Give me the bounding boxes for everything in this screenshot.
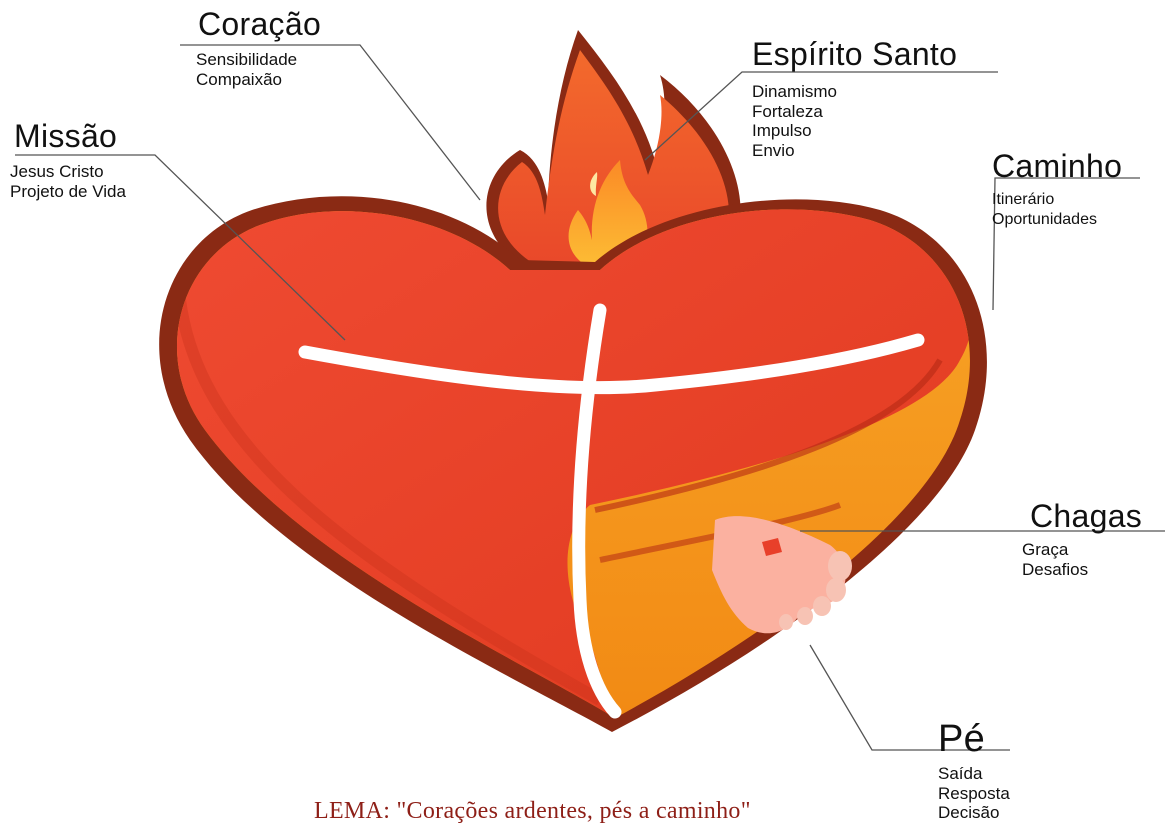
label-caminho-item: Itinerário [992,190,1122,210]
label-chagas-item: Graça [1022,540,1142,560]
label-pe-title: Pé [938,720,1010,758]
label-caminho: Caminho Itinerário Oportunidades [992,150,1122,229]
label-coracao: Coração Sensibilidade Compaixão [198,8,321,89]
label-missao-item: Projeto de Vida [10,182,126,202]
label-pe-item: Resposta [938,784,1010,804]
label-pe: Pé Saída Resposta Decisão [938,720,1010,823]
label-pe-item: Decisão [938,803,1010,823]
label-espirito-santo-title: Espírito Santo [752,38,957,70]
label-espirito-santo-item: Envio [752,141,957,161]
label-espirito-santo-item: Dinamismo [752,82,957,102]
label-caminho-item: Oportunidades [992,210,1122,230]
label-coracao-title: Coração [198,8,321,40]
label-coracao-item: Sensibilidade [196,50,321,70]
label-espirito-santo: Espírito Santo Dinamismo Fortaleza Impul… [752,38,957,160]
label-missao-item: Jesus Cristo [10,162,126,182]
label-espirito-santo-item: Fortaleza [752,102,957,122]
label-chagas: Chagas Graça Desafios [1030,500,1142,579]
heart-graphic [150,196,987,740]
label-caminho-title: Caminho [992,150,1122,182]
label-missao: Missão Jesus Cristo Projeto de Vida [14,120,126,201]
label-espirito-santo-item: Impulso [752,121,957,141]
motto-text: LEMA: "Corações ardentes, pés a caminho" [314,798,751,825]
label-pe-item: Saída [938,764,1010,784]
label-coracao-item: Compaixão [196,70,321,90]
label-missao-title: Missão [14,120,126,152]
label-chagas-item: Desafios [1022,560,1142,580]
label-chagas-title: Chagas [1030,500,1142,532]
